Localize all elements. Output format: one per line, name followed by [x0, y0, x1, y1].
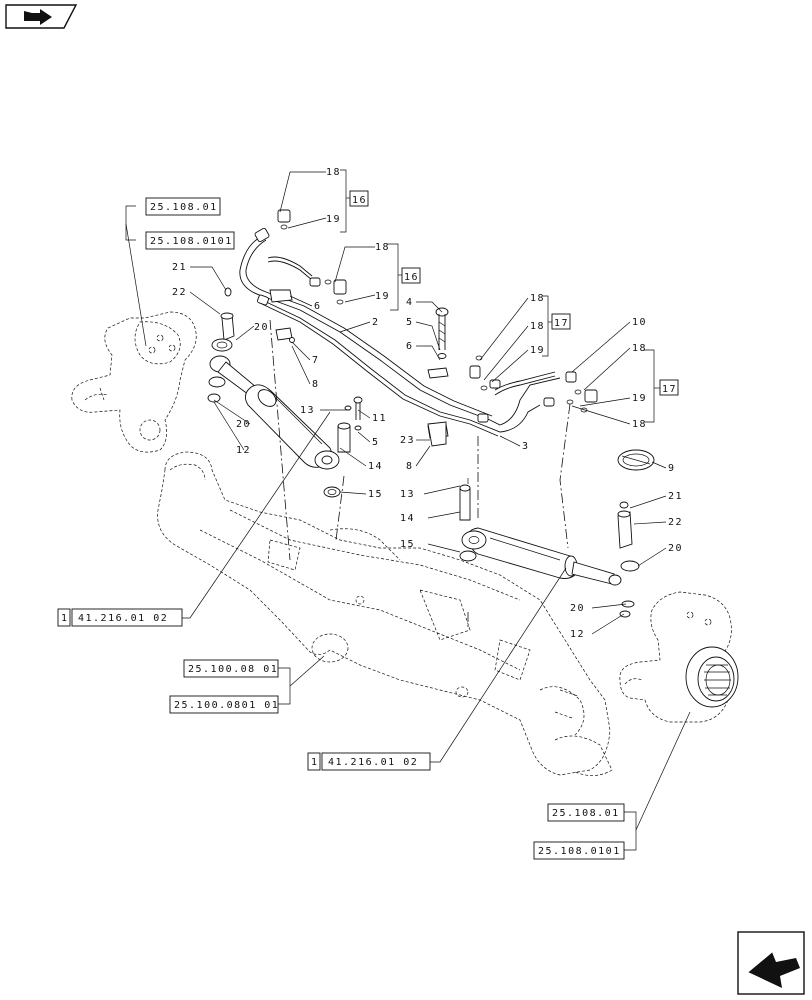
ref-label: 25.100.08 01: [188, 664, 278, 675]
right-steering-knuckle: [619, 591, 739, 723]
group-box-17-b: 17: [659, 379, 679, 396]
left-steering-cylinder: [209, 355, 340, 470]
front-axle-housing: [157, 451, 613, 776]
callout-11: 11: [372, 413, 387, 424]
callout-8: 8: [406, 461, 414, 472]
ref-box-25-108-01-top[interactable]: 25.108.01: [145, 197, 221, 216]
ref-box-25-100-0801-01[interactable]: 25.100.0801 01: [169, 695, 279, 714]
ref-box-25-108-01-bottom[interactable]: 25.108.01: [547, 803, 625, 822]
callout-18: 18: [632, 419, 647, 430]
callout-22: 22: [172, 287, 187, 298]
ref-label: 25.108.01: [552, 808, 620, 819]
callout-7: 7: [312, 355, 320, 366]
callout-12: 12: [570, 629, 585, 640]
callout-6: 6: [314, 301, 322, 312]
ref-box-41-216-01-02-right[interactable]: 1 41.216.01 02: [307, 752, 431, 771]
ref-label: 25.108.0101: [150, 236, 233, 247]
ref-label: 25.100.0801 01: [174, 700, 279, 711]
callout-19: 19: [530, 345, 545, 356]
ref-label: 41.216.01 02: [78, 613, 168, 624]
callout-numbers: 18 19 18 19 21 22 20 6 2 4 5 6 7 8 20 12…: [172, 167, 683, 640]
group-label: 16: [352, 195, 367, 206]
callout-5: 5: [372, 437, 380, 448]
right-steering-cylinder: [461, 527, 622, 586]
next-page-arrow-icon[interactable]: [737, 931, 805, 995]
callout-21: 21: [668, 491, 683, 502]
callout-19: 19: [375, 291, 390, 302]
callout-14: 14: [368, 461, 383, 472]
callout-6: 6: [406, 341, 414, 352]
callout-15: 15: [400, 539, 415, 550]
hose-clamp-ring: [617, 449, 655, 471]
ref-label: 41.216.01 02: [328, 757, 418, 768]
callout-13: 13: [400, 489, 415, 500]
callout-19: 19: [632, 393, 647, 404]
group-label: 17: [662, 384, 677, 395]
callout-9: 9: [668, 463, 676, 474]
bracket-23: [427, 421, 447, 447]
callout-22: 22: [668, 517, 683, 528]
callout-3: 3: [522, 441, 530, 452]
callout-18: 18: [632, 343, 647, 354]
ref-box-25-108-0101-bottom[interactable]: 25.108.0101: [533, 841, 625, 860]
callout-21: 21: [172, 262, 187, 273]
group-box-16-b: 16: [401, 267, 421, 284]
callout-18: 18: [530, 293, 545, 304]
ref-box-25-108-0101-top[interactable]: 25.108.0101: [145, 231, 235, 250]
right-cylinder-pin: [459, 478, 477, 562]
ref-label: 25.108.01: [150, 202, 218, 213]
group-label: 17: [554, 318, 569, 329]
callout-20: 20: [570, 603, 585, 614]
ref-prefix: 1: [311, 757, 319, 768]
callout-2: 2: [372, 317, 380, 328]
callout-20: 20: [668, 543, 683, 554]
left-cylinder-pin: [323, 422, 351, 498]
callout-19: 19: [326, 214, 341, 225]
prev-page-arrow-icon[interactable]: [5, 4, 78, 29]
callout-leaders: [125, 169, 691, 851]
group-box-17-a: 17: [551, 313, 571, 330]
callout-18: 18: [530, 321, 545, 332]
callout-10: 10: [632, 317, 647, 328]
callout-4: 4: [406, 297, 414, 308]
hydraulic-pipe-lower: [261, 299, 556, 437]
ref-box-41-216-01-02-left[interactable]: 1 41.216.01 02: [57, 608, 183, 627]
callout-20: 20: [254, 322, 269, 333]
left-steering-knuckle: [71, 311, 197, 453]
right-kingpin-seals: [617, 501, 640, 618]
clamp-bolt-small: [344, 396, 363, 431]
callout-12: 12: [236, 445, 251, 456]
callout-20: 20: [236, 419, 251, 430]
alignment-centerlines: [269, 319, 571, 628]
left-kingpin-seals: [207, 287, 235, 403]
callout-8: 8: [312, 379, 320, 390]
callout-23: 23: [400, 435, 415, 446]
pipe-fitting-elbows: [254, 209, 598, 423]
callout-18: 18: [326, 167, 341, 178]
group-box-16-a: 16: [349, 190, 369, 207]
ref-prefix: 1: [61, 613, 69, 624]
callout-18: 18: [375, 242, 390, 253]
callout-15: 15: [368, 489, 383, 500]
ref-label: 25.108.0101: [538, 846, 621, 857]
callout-5: 5: [406, 317, 414, 328]
callout-13: 13: [300, 405, 315, 416]
callout-14: 14: [400, 513, 415, 524]
group-label: 16: [404, 272, 419, 283]
clamp-bolt: [435, 307, 449, 359]
ref-box-25-100-08-01[interactable]: 25.100.08 01: [183, 659, 279, 678]
